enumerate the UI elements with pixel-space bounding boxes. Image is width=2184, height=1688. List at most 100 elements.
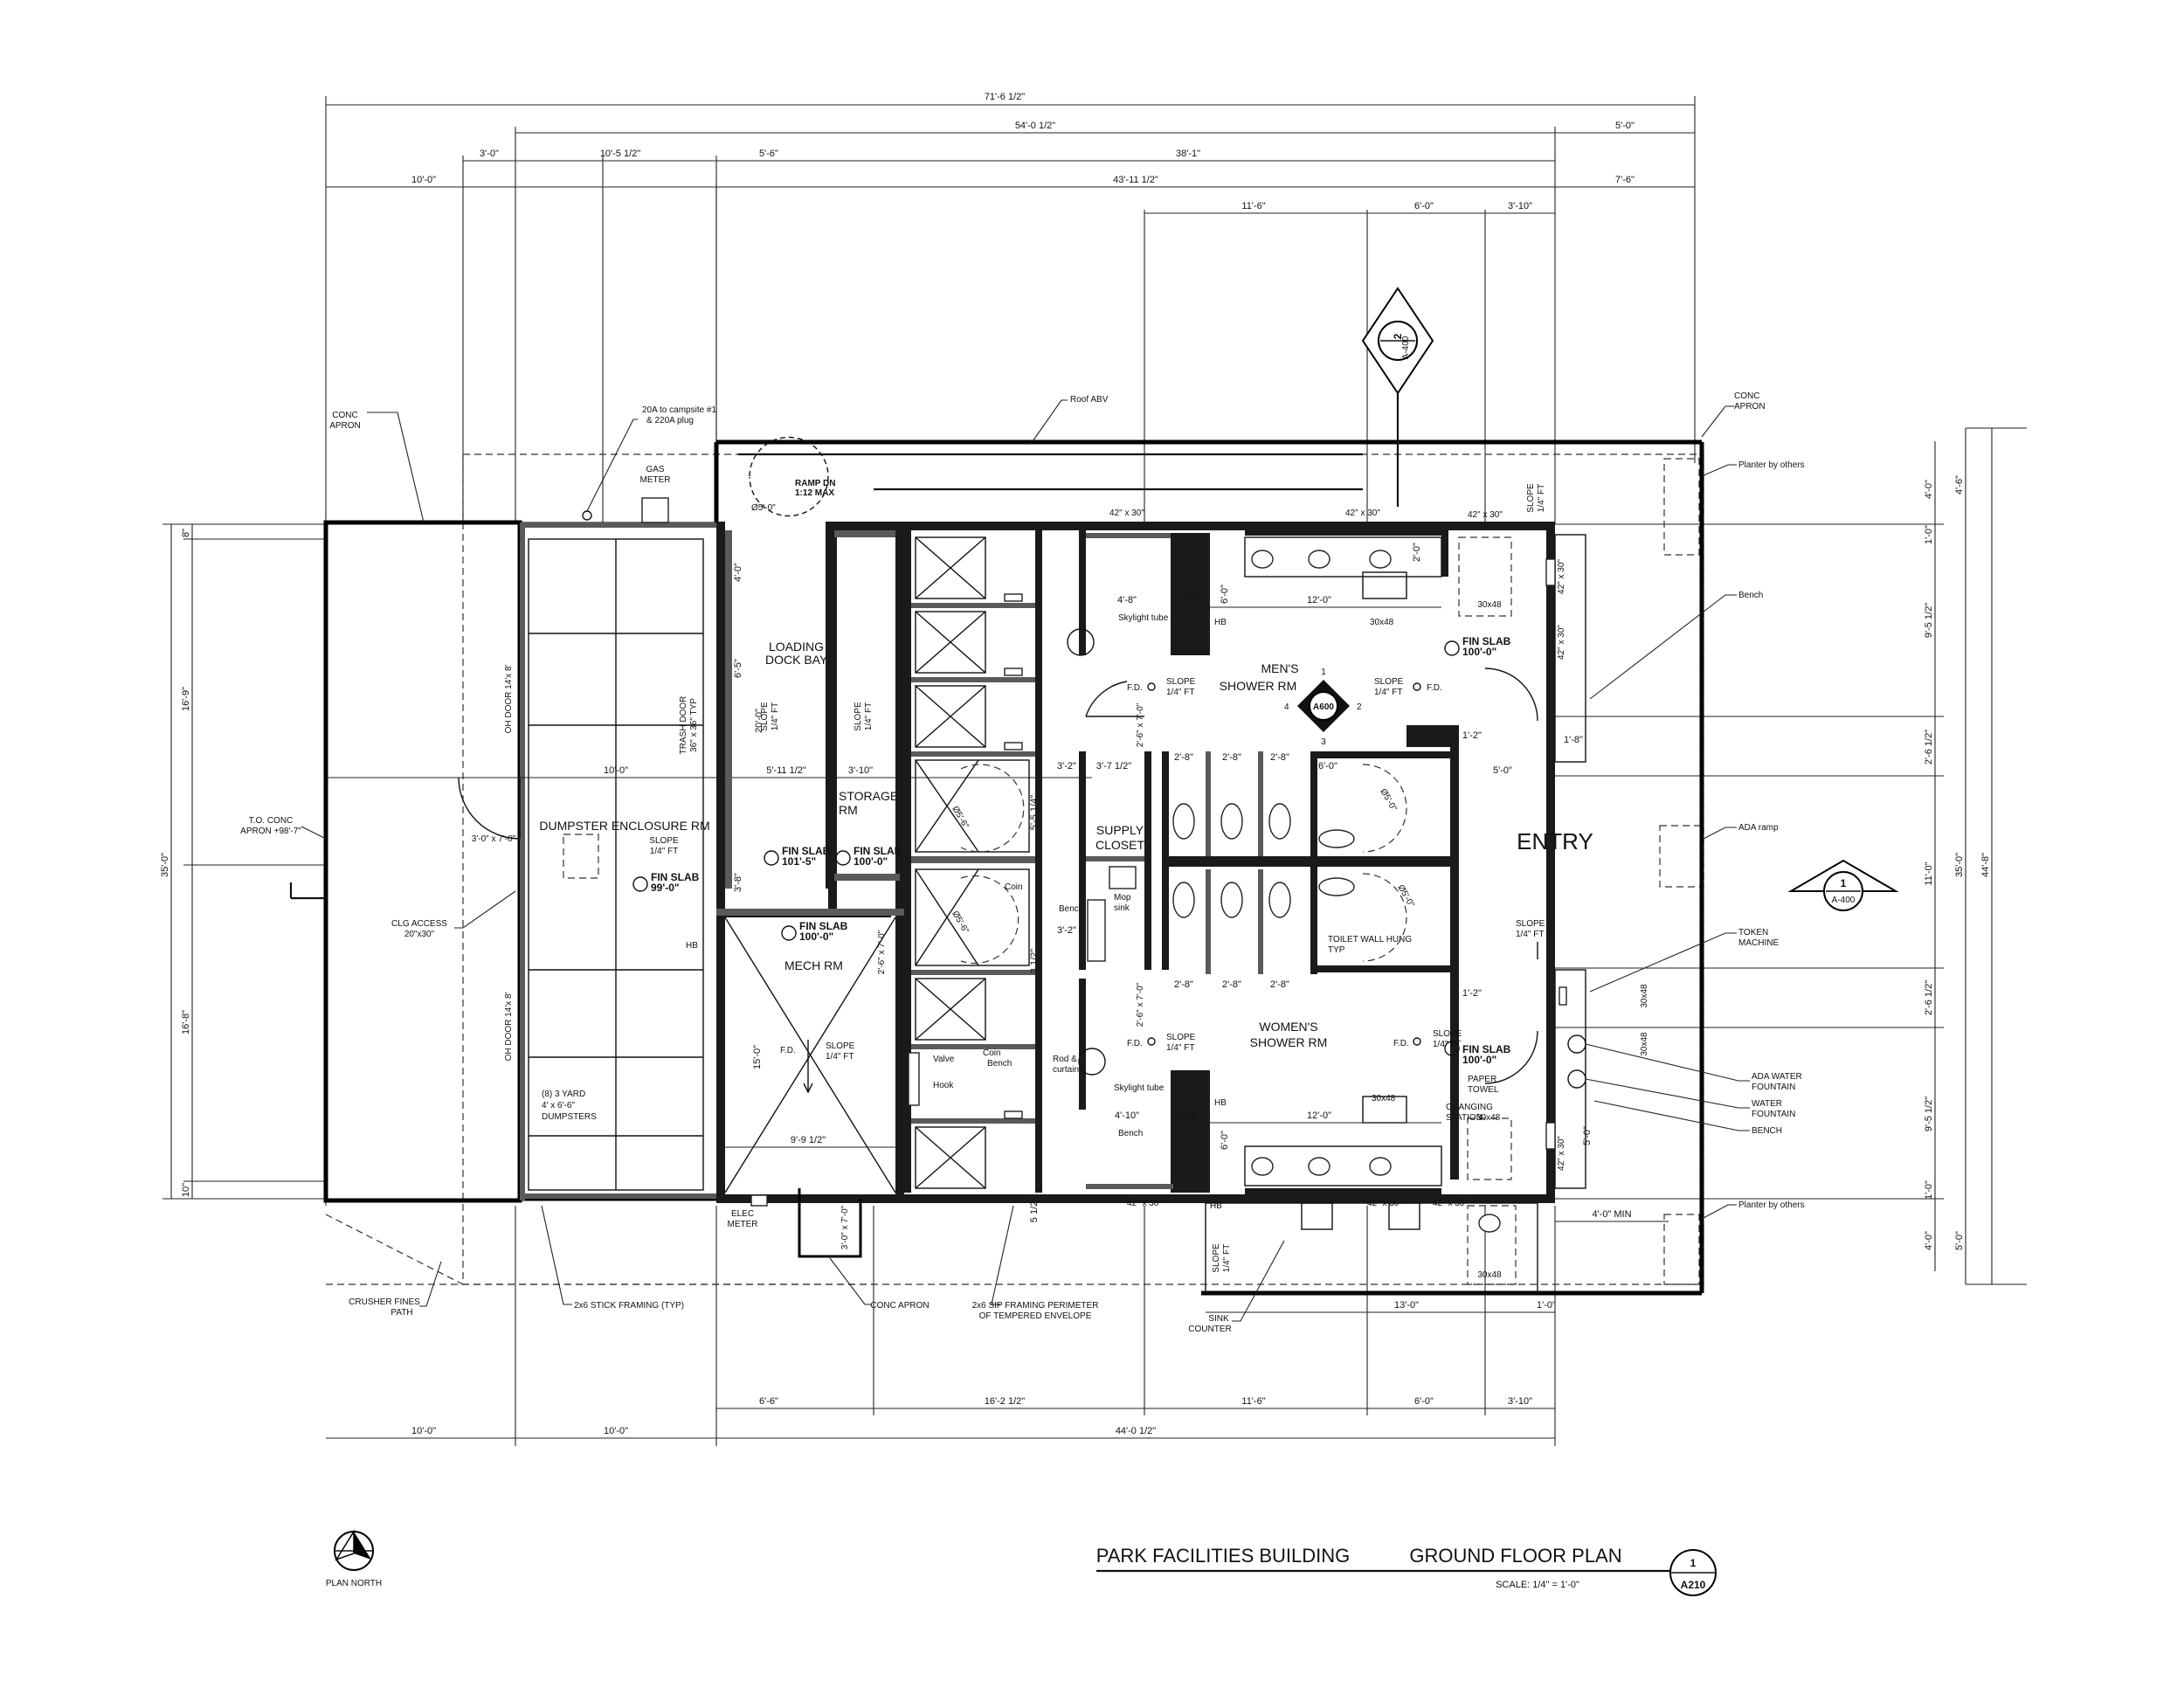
counter-top-entry: 30x48 — [1477, 600, 1502, 610]
sink-counter-1: SINK — [1208, 1314, 1229, 1324]
hook-label: Hook — [933, 1081, 954, 1090]
dim-3-10: 3'-10" — [1508, 201, 1532, 211]
dim-right-11-0: 11'-0" — [1924, 861, 1934, 885]
room-supply-2: CLOSET — [1095, 838, 1144, 852]
slope-loading-1: SLOPE — [760, 702, 770, 731]
hb-mens: HB — [1214, 618, 1227, 627]
hb-womens: HB — [1214, 1098, 1227, 1108]
ada-water-1: ADA WATER — [1752, 1072, 1802, 1082]
oh-door-label-2: OH DOOR 14'x 8' — [504, 992, 514, 1061]
dim-int-6-0-toilet: 6'-0" — [1318, 761, 1337, 771]
mop-label-2: sink — [1114, 903, 1130, 913]
dim-int-5-5: 5'-5 1/4" — [1029, 795, 1040, 830]
room-mens-1: MEN'S — [1261, 661, 1298, 675]
int-elev-1: 1 — [1321, 668, 1326, 677]
room-entry: ENTRY — [1517, 828, 1593, 854]
campsite-1: 20A to campsite #1 — [642, 405, 716, 415]
left-dimensions: 35'-0" 8" 16'-9" 16'-8" 10" — [160, 523, 326, 1200]
slope-dumpster-1: SLOPE — [649, 836, 679, 846]
dim-int-5-0-entry: 5'-0" — [1582, 1126, 1593, 1145]
fin-slab-value-loading: 101'-5" — [782, 855, 816, 868]
int-elev-2: 2 — [1357, 702, 1362, 712]
changing-2: STATION — [1446, 1113, 1482, 1123]
dia-toilet-2: Ø5'-0" — [1395, 883, 1416, 910]
slope-mens-2b: 1/4" FT — [1374, 688, 1402, 697]
toilet-label-1: TOILET WALL HUNG — [1328, 935, 1412, 944]
slope-womens-2: SLOPE — [1433, 1029, 1462, 1039]
dim-int-1-8-womens: 1'-8" — [1178, 1110, 1198, 1121]
oh-door-label-1: OH DOOR 14'x 8' — [504, 664, 514, 733]
int-elev-4: 4 — [1284, 702, 1289, 712]
conc-apron-right-1: CONC — [1734, 391, 1759, 401]
int-elev-3: 3 — [1321, 737, 1326, 747]
sink-entry-3: 42" x 30" — [1557, 1136, 1566, 1171]
token-1: TOKEN — [1738, 928, 1768, 937]
paper-towel-1: PAPER — [1468, 1075, 1496, 1084]
dim-stall-2: 2'-8" — [1222, 752, 1241, 763]
dim-int-12-0-womens: 12'-0" — [1307, 1110, 1331, 1121]
title-building: PARK FACILITIES BUILDING — [1096, 1545, 1351, 1567]
dim-6-0: 6'-0" — [1414, 201, 1434, 211]
dim-stall-3: 2'-8" — [1270, 752, 1289, 763]
counter-entry-1: 30x48 — [1640, 984, 1649, 1008]
dim-right-4-0-top: 4'-0" — [1924, 480, 1934, 499]
dim-int-6-0-mens: 6'-0" — [1220, 585, 1230, 604]
room-storage-2: RM — [839, 803, 858, 817]
sink-mens-2: 42" x 30" — [1345, 508, 1380, 518]
dumpsters-label-2: 4' x 6'-6" — [542, 1101, 575, 1110]
slope-entry-top-1: SLOPE — [1526, 483, 1536, 513]
rod-label-2: curtain — [1053, 1065, 1079, 1075]
bench-label-shower: Bench — [987, 1059, 1012, 1069]
hb-mech: HB — [686, 941, 698, 951]
clg-access-1: CLG ACCESS — [391, 919, 447, 929]
slope-bottom-1: SLOPE — [1212, 1243, 1221, 1273]
slope-storage-2: 1/4" FT — [864, 702, 874, 730]
right-callouts: Planter by others Bench ADA ramp TOKEN M… — [1585, 460, 1805, 1220]
fd-mech: F.D. — [780, 1046, 796, 1055]
counter-3048-womens: 30x48 — [1372, 1094, 1396, 1103]
fin-slab-label-loading: FIN SLAB — [782, 845, 831, 857]
section-right-num: 1 — [1841, 877, 1847, 889]
skylight-womens: Skylight tube — [1114, 1083, 1165, 1093]
dim-bottom-10-0-b: 10'-0" — [604, 1426, 628, 1436]
interior-elevation-marker: A600 1 2 3 4 — [1284, 668, 1362, 747]
fd-womens-1: F.D. — [1127, 1039, 1143, 1048]
room-mens-2: SHOWER RM — [1220, 679, 1297, 693]
door-womens: 2'-6" x 7'-0" — [1136, 982, 1145, 1027]
int-elev-sheet: A600 — [1313, 702, 1334, 712]
hb-bottom: HB — [1210, 1201, 1222, 1211]
dia-shower-1: Ø5'-6" — [950, 805, 971, 831]
sink-mens-3: 42" x 30" — [1468, 510, 1503, 520]
dim-stall-5: 2'-8" — [1222, 979, 1241, 990]
elec-meter-2: METER — [728, 1220, 758, 1229]
section-right-sheet: A-400 — [1832, 896, 1856, 905]
dim-int-6-0-womens: 6'-0" — [1220, 1131, 1230, 1150]
fin-slab-tag-mens: FIN SLAB 100'-0" — [1444, 635, 1511, 658]
room-dumpster: DUMPSTER ENCLOSURE RM — [539, 819, 709, 833]
dim-bottom-11-6: 11'-6" — [1241, 1396, 1265, 1407]
dim-int-12-0-mens: 12'-0" — [1307, 595, 1331, 605]
dim-right-2-6-bot: 2'-6 1/2" — [1924, 980, 1934, 1015]
service-rooms: LOADING DOCK BAY STORAGE RM MECH RM RAMP… — [582, 436, 904, 1194]
room-supply-1: SUPPLY — [1096, 823, 1144, 837]
bottom-dimensions: 10'-0" 10'-0" 44'-0 1/2" 6'-6" 16'-2 1/2… — [326, 1206, 1669, 1446]
title-scale: SCALE: 1/4" = 1'-0" — [1496, 1580, 1579, 1590]
counter-bottom: 30x48 — [1477, 1270, 1502, 1280]
north-arrow[interactable]: PLAN NORTH — [326, 1529, 382, 1588]
dim-right-1-0-bot: 1'-0" — [1924, 1180, 1934, 1200]
slope-entry-top-2: 1/4" FT — [1537, 484, 1546, 512]
dim-left-35: 35'-0" — [160, 853, 170, 877]
dim-left-8in: 8" — [181, 529, 191, 537]
dim-right-44-8: 44'-8" — [1980, 853, 1991, 877]
counter-3048-mens: 30x48 — [1370, 618, 1394, 627]
gas-meter-2: METER — [640, 475, 671, 485]
room-loading-2: DOCK BAY — [765, 653, 828, 667]
dia-shower-2: Ø5'-6" — [950, 910, 971, 936]
dim-int-6-5: 6'-5" — [733, 659, 743, 678]
fin-slab-label-dumpster: FIN SLAB — [651, 871, 700, 883]
coin-label-1: Coin — [1005, 882, 1023, 892]
dumpsters-label-1: (8) 3 YARD — [542, 1090, 585, 1099]
to-conc-2: APRON +98'-7" — [240, 827, 301, 836]
dim-3-0: 3'-0" — [480, 149, 499, 159]
dim-5-0: 5'-0" — [1615, 121, 1635, 131]
